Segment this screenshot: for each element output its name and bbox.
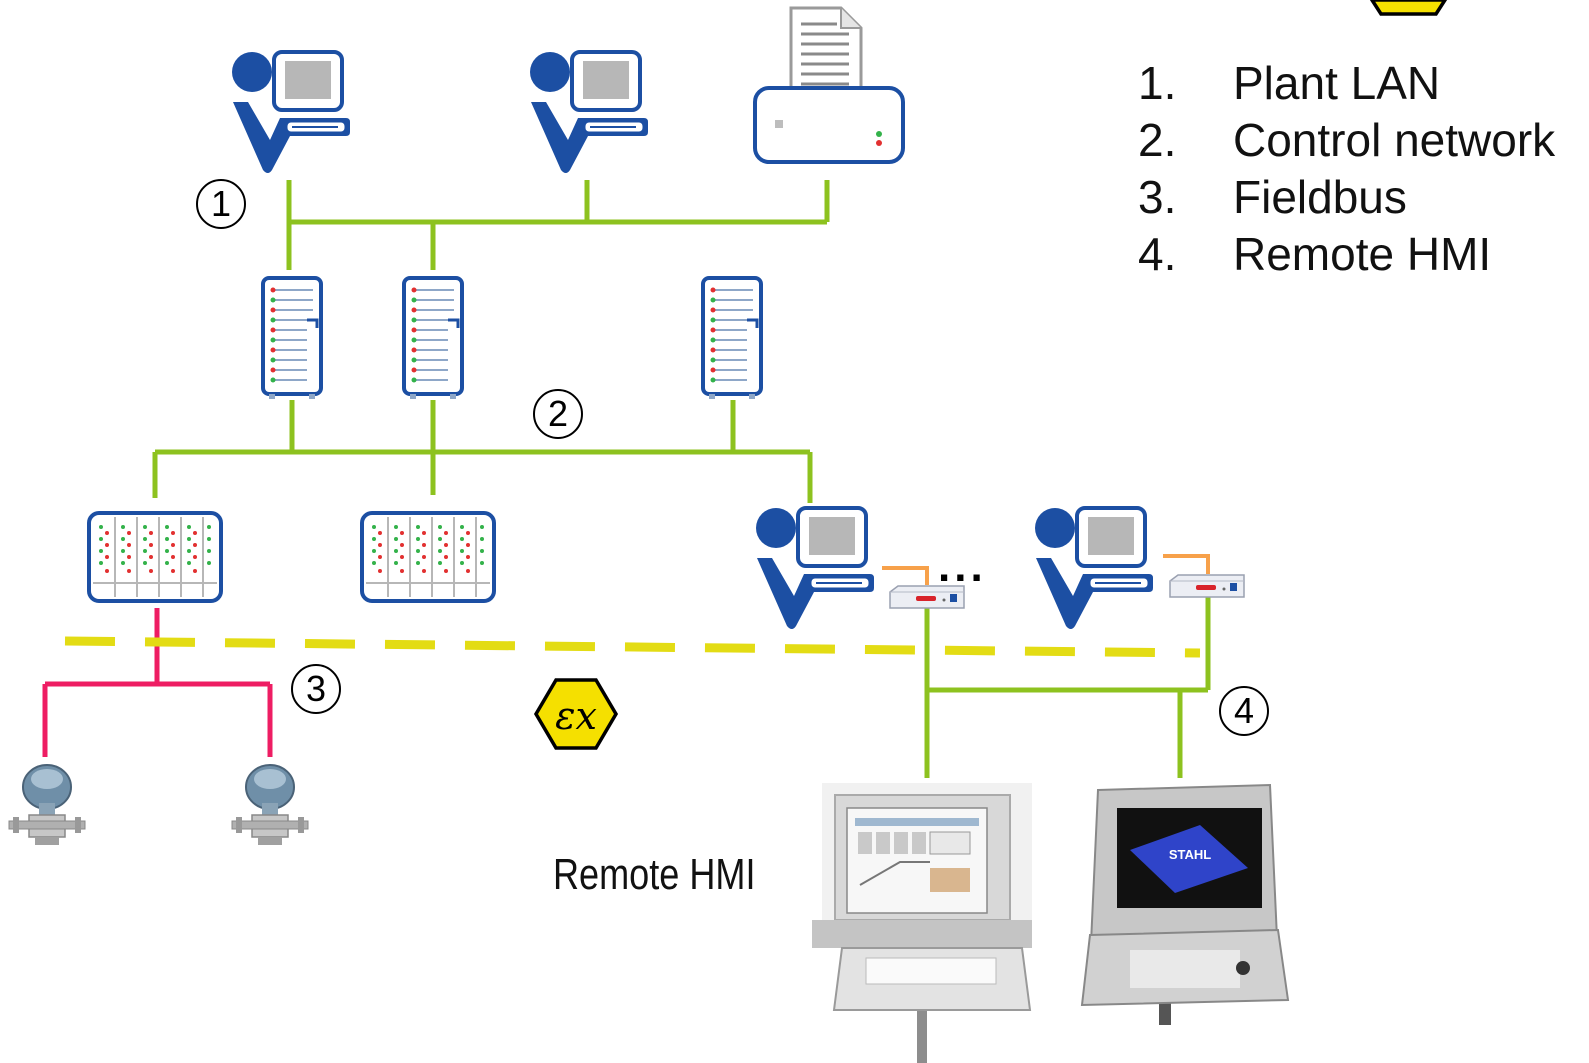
media-converter-icon (1169, 574, 1245, 598)
operator-workstation-icon (754, 506, 876, 631)
pressure-transmitter-icon (231, 764, 309, 846)
legend-label: Fieldbus (1233, 171, 1407, 223)
legend-number: 4. (1138, 228, 1177, 280)
svg-text:STAHL: STAHL (1169, 847, 1211, 862)
pressure-transmitter-icon (8, 764, 86, 846)
control-network-lines (152, 400, 813, 503)
marker-plant-lan: 1 (196, 179, 246, 229)
ex-hazard-symbol-corner (1369, 0, 1448, 16)
legend-label: Remote HMI (1233, 228, 1492, 280)
remote-hmi-lines (924, 597, 1211, 778)
hazardous-area-boundary (64, 636, 1201, 658)
remote-hmi-panel-icon: STAHL (1080, 783, 1290, 1025)
fieldbus-lines (42, 608, 273, 757)
operator-workstation-icon (230, 50, 352, 175)
legend-label: Control network (1233, 114, 1556, 166)
legend-item: 4. Remote HMI (1138, 226, 1555, 283)
server-rack-icon (402, 276, 464, 401)
printer-icon (753, 6, 905, 164)
marker-remote-hmi: 4 (1219, 686, 1269, 736)
server-rack-icon (701, 276, 763, 401)
legend-number: 3. (1138, 171, 1177, 223)
legend-number: 1. (1138, 57, 1177, 109)
more-workstations-ellipsis: ... (938, 542, 987, 591)
operator-workstation-icon (528, 50, 650, 175)
legend-item: 3. Fieldbus (1138, 169, 1555, 226)
legend-label: Plant LAN (1233, 57, 1441, 109)
io-controller-icon (87, 511, 223, 603)
server-rack-icon (261, 276, 323, 401)
io-controller-icon (360, 511, 496, 603)
ex-hazard-symbol (534, 678, 618, 750)
plant-lan-lines (286, 180, 830, 270)
legend-item: 1. Plant LAN (1138, 55, 1555, 112)
marker-control-network: 2 (533, 389, 583, 439)
converter-links (882, 554, 1210, 585)
remote-hmi-label: Remote HMI (553, 850, 756, 899)
marker-fieldbus: 3 (291, 664, 341, 714)
remote-hmi-panel-icon (812, 783, 1032, 1063)
legend-number: 2. (1138, 114, 1177, 166)
operator-workstation-icon (1033, 506, 1155, 631)
legend-item: 2. Control network (1138, 112, 1555, 169)
legend: 1. Plant LAN 2. Control network 3. Field… (1138, 55, 1555, 283)
